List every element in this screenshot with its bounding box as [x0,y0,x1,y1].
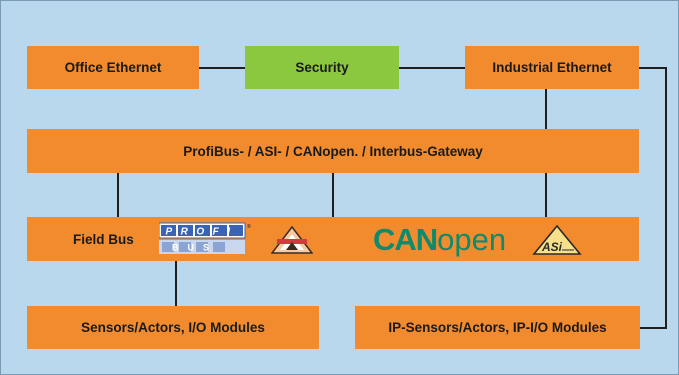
canopen-bold-text: CAN [373,221,438,257]
profibus-logo: PROFI BUS ® [159,222,251,254]
industrial-ethernet-box: Industrial Ethernet [465,46,639,89]
asi-logo: ASi [532,224,582,255]
interbus-logo [271,226,313,254]
security-label: Security [295,60,349,75]
connector-industrial-gateway [545,87,547,129]
connector-security-industrial [399,67,465,69]
industrial-ethernet-label: Industrial Ethernet [492,60,612,75]
field-bus-label: Field Bus [73,231,134,247]
connector-industrial-right [639,67,667,69]
ip-sensors-actors-label: IP-Sensors/Actors, IP-I/O Modules [388,320,607,335]
sensors-actors-label: Sensors/Actors, I/O Modules [81,320,265,335]
security-box: Security [245,46,399,89]
gateway-box: ProfiBus- / ASI- / CANopen. / Interbus-G… [27,129,639,173]
asi-text: ASi [541,240,563,254]
connector-gateway-fieldbus-2 [332,173,334,217]
field-bus-box: Field Bus PROFI BUS ® [27,217,639,261]
connector-gateway-fieldbus-1 [117,173,119,217]
profibus-top-text: PROFI [165,227,238,238]
profibus-bottom-text: BUS [172,243,218,253]
svg-text:®: ® [247,223,251,230]
office-ethernet-box: Office Ethernet [27,46,199,89]
gateway-label: ProfiBus- / ASI- / CANopen. / Interbus-G… [183,143,483,159]
ip-sensors-actors-box: IP-Sensors/Actors, IP-I/O Modules [355,306,640,349]
connector-gateway-fieldbus-3 [545,173,547,217]
sensors-actors-box: Sensors/Actors, I/O Modules [27,306,319,349]
canopen-light-text: open [437,221,507,257]
connector-office-security [199,67,245,69]
connector-right-vertical [665,67,667,329]
connector-right-to-ip-sensors [640,327,667,329]
office-ethernet-label: Office Ethernet [64,60,162,75]
connector-fieldbus-sensors [175,261,177,306]
canopen-logo: CAN open [373,217,506,261]
